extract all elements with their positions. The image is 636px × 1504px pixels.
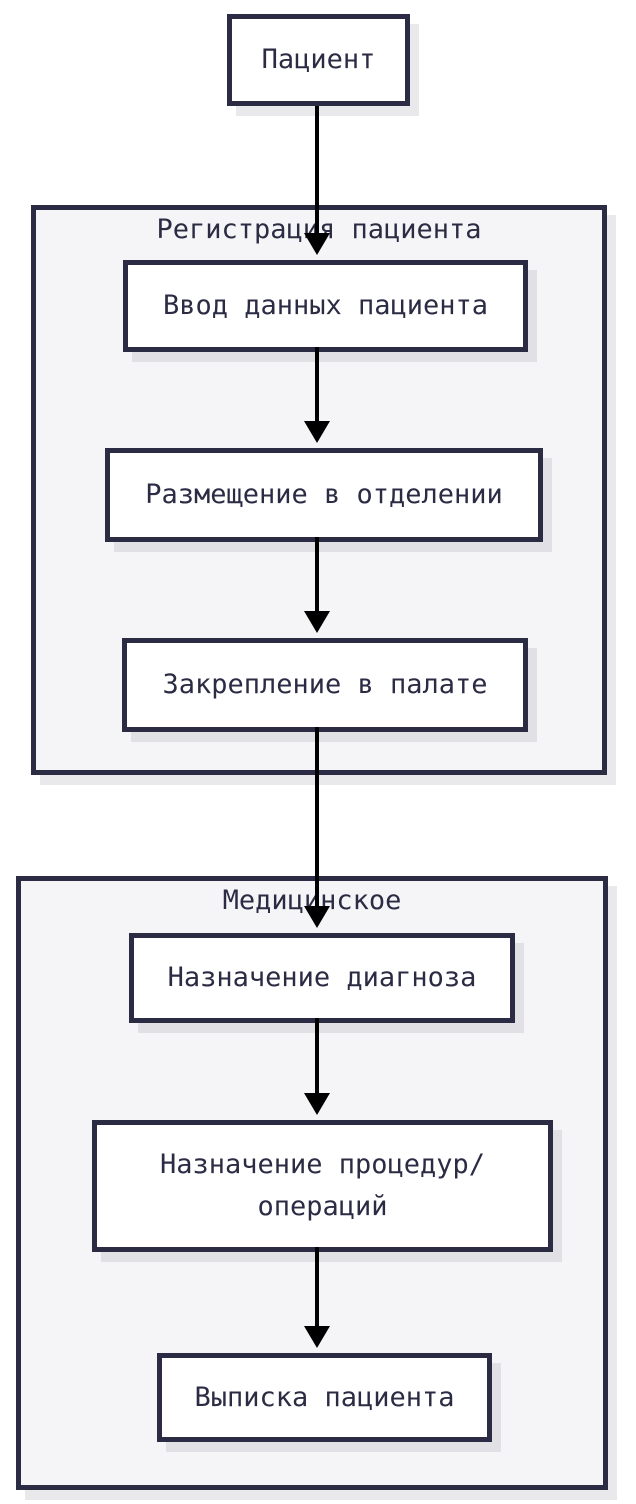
node-label: Закрепление в палате: [162, 669, 488, 701]
node-patient: Пациент: [227, 14, 410, 106]
arrow-diagnosis-to-procedures-icon: [304, 1018, 330, 1115]
arrow-line: [315, 106, 319, 235]
node-label: Назначение диагноза: [167, 962, 477, 994]
arrowhead-icon: [304, 1093, 330, 1115]
node-discharge: Выписка пациента: [157, 1353, 492, 1442]
node-label: Назначение процедур/ операций: [159, 1149, 486, 1222]
node-ward-assignment: Закрепление в палате: [122, 638, 528, 732]
arrowhead-icon: [304, 1326, 330, 1348]
arrow-line: [315, 1018, 319, 1095]
arrowhead-icon: [304, 906, 330, 928]
arrow-procedures-to-discharge-icon: [304, 1247, 330, 1348]
node-label: Размещение в отделении: [145, 479, 503, 511]
arrow-ward-to-diagnosis-icon: [304, 727, 330, 928]
arrow-line: [315, 537, 319, 613]
node-enter-patient-data: Ввод данных пациента: [123, 260, 528, 352]
group-registration: Регистрация пациента Ввод данных пациент…: [31, 205, 607, 775]
arrow-placement-to-ward-icon: [304, 537, 330, 633]
node-label: Ввод данных пациента: [162, 290, 489, 322]
arrowhead-icon: [304, 233, 330, 255]
node-label: Пациент: [261, 44, 376, 76]
group-medical: Медицинское Назначение диагноза Назначен…: [16, 876, 608, 1490]
node-department-placement: Размещение в отделении: [105, 448, 543, 542]
node-diagnosis: Назначение диагноза: [129, 933, 515, 1023]
arrow-line: [315, 347, 319, 423]
arrow-patient-to-enter-data-icon: [304, 106, 330, 255]
arrowhead-icon: [304, 611, 330, 633]
arrowhead-icon: [304, 421, 330, 443]
node-label: Выписка пациента: [194, 1381, 455, 1413]
node-procedures-operations: Назначение процедур/ операций: [92, 1120, 553, 1252]
arrow-enter-data-to-placement-icon: [304, 347, 330, 443]
arrow-line: [315, 1247, 319, 1328]
arrow-line: [315, 727, 319, 908]
